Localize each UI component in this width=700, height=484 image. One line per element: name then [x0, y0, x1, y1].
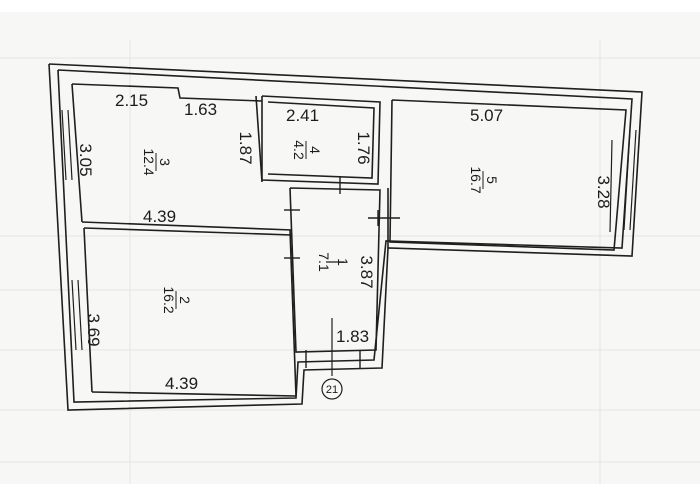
room-4-area: 4.2 — [291, 140, 307, 160]
room-1-number-label: 1 — [335, 258, 351, 266]
dim-room3-bottom: 4.39 — [143, 207, 176, 226]
bleed-through-marks — [0, 40, 700, 484]
dim-room4-right: 1.76 — [354, 131, 373, 164]
axis-marker-circle — [321, 378, 343, 400]
dim-room5-top: 5.07 — [470, 106, 503, 125]
window-marks — [61, 109, 637, 351]
dim-room4-top: 2.41 — [286, 106, 319, 125]
axis-marker-label: 21 — [326, 384, 338, 396]
sheet-top-edge — [0, 0, 700, 12]
room-5-label: 5 16.7 — [468, 166, 500, 193]
dim-room3-right: 1.87 — [236, 131, 255, 164]
room-5-number: 5 — [484, 176, 500, 184]
room-1-area: 7.1 — [316, 252, 332, 272]
room-3-area: 12.4 — [141, 148, 157, 175]
room-2-label: 2 16.2 — [161, 286, 193, 313]
dim-room3-top-left: 2.15 — [115, 91, 148, 110]
door-marks — [284, 176, 400, 368]
dim-room1-bottom: 1.83 — [336, 327, 369, 346]
room-2-area: 16.2 — [161, 286, 177, 313]
room-1-number: 1 — [335, 258, 351, 266]
dim-room2-bottom: 4.39 — [165, 374, 198, 393]
room-4-number: 4 — [307, 146, 323, 154]
dim-room3-top-right: 1.63 — [184, 100, 217, 119]
dim-room5-right: 3.28 — [594, 175, 613, 208]
dim-room3-left: 3.05 — [76, 143, 95, 176]
outer-walls — [48, 63, 643, 411]
room-2-number: 2 — [177, 296, 193, 304]
room-3-number: 3 — [157, 158, 173, 166]
dim-room2-left: 3.69 — [84, 313, 103, 346]
room-4-label: 4 4.2 — [291, 140, 323, 160]
interior-walls — [71, 83, 627, 397]
dim-room1-right: 3.87 — [357, 255, 376, 288]
room-3-label: 3 12.4 — [141, 148, 173, 175]
room-5-area: 16.7 — [468, 166, 484, 193]
room-1-label: 7.1 — [316, 252, 332, 272]
